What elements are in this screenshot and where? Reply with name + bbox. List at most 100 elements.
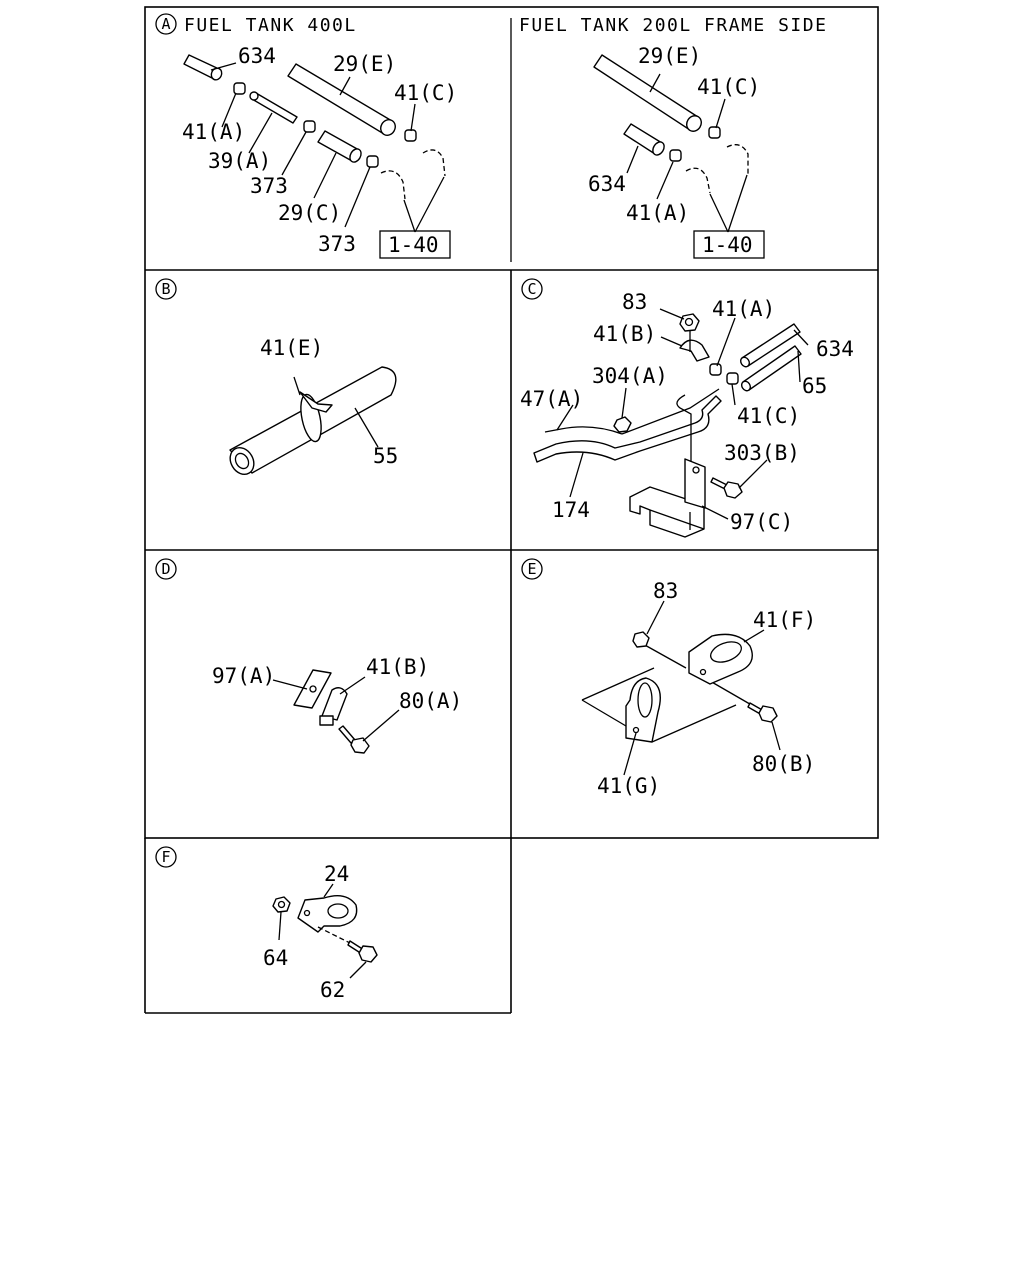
- assembly-line-f: [317, 926, 351, 944]
- label-41c: 41(C): [394, 81, 457, 105]
- label-97a: 97(A): [212, 664, 275, 688]
- clamp-41f: [688, 633, 753, 685]
- hose-634-c: [739, 323, 801, 368]
- label-80b: 80(B): [752, 752, 815, 776]
- label-83-e: 83: [653, 579, 678, 603]
- leader-55: [354, 407, 379, 448]
- label-304a: 304(A): [592, 364, 668, 388]
- label-39a: 39(A): [208, 149, 271, 173]
- label-65: 65: [802, 374, 827, 398]
- panel-a: A FUEL TANK 400L: [155, 13, 457, 259]
- label-634-200l: 634: [588, 172, 626, 196]
- panel-a-title: FUEL TANK 400L: [184, 15, 357, 36]
- label-55: 55: [373, 444, 398, 468]
- section-marker-f: F: [155, 846, 177, 868]
- label-80a: 80(A): [399, 689, 462, 713]
- bolt-80b: [747, 702, 778, 723]
- hose-634-200l: [623, 123, 665, 156]
- panel-e: E 83: [521, 558, 816, 798]
- plate-97a: [293, 669, 332, 709]
- ref-box-a2: [693, 230, 765, 259]
- assembly-lines-e: [581, 643, 756, 743]
- label-41f: 41(F): [753, 608, 816, 632]
- label-41a-c: 41(A): [712, 297, 775, 321]
- leaders-panel-f: [278, 883, 367, 979]
- bolt-62: [347, 940, 378, 963]
- label-29e: 29(E): [333, 52, 396, 76]
- label-303b: 303(B): [724, 441, 800, 465]
- ref-label-a: 1-40: [388, 233, 439, 257]
- hose-29e-200l: [593, 54, 702, 132]
- section-marker-e: E: [521, 558, 543, 580]
- label-97c: 97(C): [730, 510, 793, 534]
- svg-text:B: B: [161, 280, 170, 298]
- clamp-41b-d: [319, 687, 348, 726]
- svg-text:C: C: [527, 280, 536, 298]
- bolt-80a: [338, 725, 370, 754]
- label-41a-200l: 41(A): [626, 201, 689, 225]
- clamp-24: [297, 895, 358, 933]
- label-24: 24: [324, 862, 349, 886]
- label-64: 64: [263, 946, 288, 970]
- label-41b-d: 41(B): [366, 655, 429, 679]
- label-47a: 47(A): [520, 387, 583, 411]
- label-634-c: 634: [816, 337, 854, 361]
- panel-c: C: [520, 278, 854, 538]
- panel-f: F 24 64 62: [155, 846, 378, 1002]
- clips-panel-c: [709, 363, 739, 385]
- ref-label-a2: 1-40: [702, 233, 753, 257]
- label-373-lower: 373: [318, 232, 356, 256]
- diagram-frame: [144, 6, 879, 1014]
- leaders-panel-c: [556, 308, 809, 520]
- section-marker-c: C: [521, 278, 543, 300]
- leaders-panel-e: [623, 600, 781, 776]
- label-41b-c: 41(B): [593, 322, 656, 346]
- leaders-panel-a2: [626, 73, 748, 233]
- label-41c-200l: 41(C): [697, 75, 760, 99]
- pipe-174: [533, 388, 722, 470]
- panel-d: D 97(A) 41(B) 80(A): [155, 558, 462, 754]
- section-marker-b: B: [155, 278, 177, 300]
- clips-panel-a: [233, 82, 417, 168]
- section-marker-d: D: [155, 558, 177, 580]
- nut-83-c: [679, 313, 700, 332]
- label-62: 62: [320, 978, 345, 1002]
- clamp-41b-c: [679, 330, 710, 362]
- label-634: 634: [238, 44, 276, 68]
- label-83-c: 83: [622, 290, 647, 314]
- leaders-panel-a: [210, 62, 445, 233]
- hose-634: [183, 54, 223, 81]
- ref-box-a: [379, 230, 451, 259]
- leaders-panel-d: [272, 676, 400, 742]
- svg-text:E: E: [527, 560, 536, 578]
- panel-b: B 41(E) 55: [155, 278, 398, 476]
- svg-text:F: F: [161, 848, 170, 866]
- svg-text:D: D: [161, 560, 170, 578]
- nut-64: [272, 896, 291, 913]
- hose-65: [740, 345, 802, 392]
- panel-a2: FUEL TANK 200L FRAME SIDE 29(E) 41(C) 63: [519, 15, 827, 259]
- clips-200l: [669, 126, 721, 162]
- label-41e: 41(E): [260, 336, 323, 360]
- label-29c: 29(C): [278, 201, 341, 225]
- label-373: 373: [250, 174, 288, 198]
- label-174: 174: [552, 498, 590, 522]
- nut-304a: [613, 416, 632, 433]
- nut-83-e: [632, 631, 650, 648]
- section-marker-a: A: [155, 13, 177, 35]
- pipe-39a: [249, 91, 298, 124]
- elbow-hoses-a: [380, 149, 446, 200]
- hose-29c: [317, 130, 362, 163]
- svg-text:A: A: [161, 15, 170, 33]
- clamp-41g: [625, 677, 661, 743]
- clamp-41e: [293, 376, 333, 443]
- hose-29e: [287, 63, 396, 136]
- bracket-97c: [629, 458, 706, 538]
- elbow-hoses-200l: [685, 144, 749, 194]
- label-41c-c: 41(C): [737, 404, 800, 428]
- panel-a2-title: FUEL TANK 200L FRAME SIDE: [519, 15, 827, 36]
- label-41a: 41(A): [182, 120, 245, 144]
- label-29e-200l: 29(E): [638, 44, 701, 68]
- label-41g: 41(G): [597, 774, 660, 798]
